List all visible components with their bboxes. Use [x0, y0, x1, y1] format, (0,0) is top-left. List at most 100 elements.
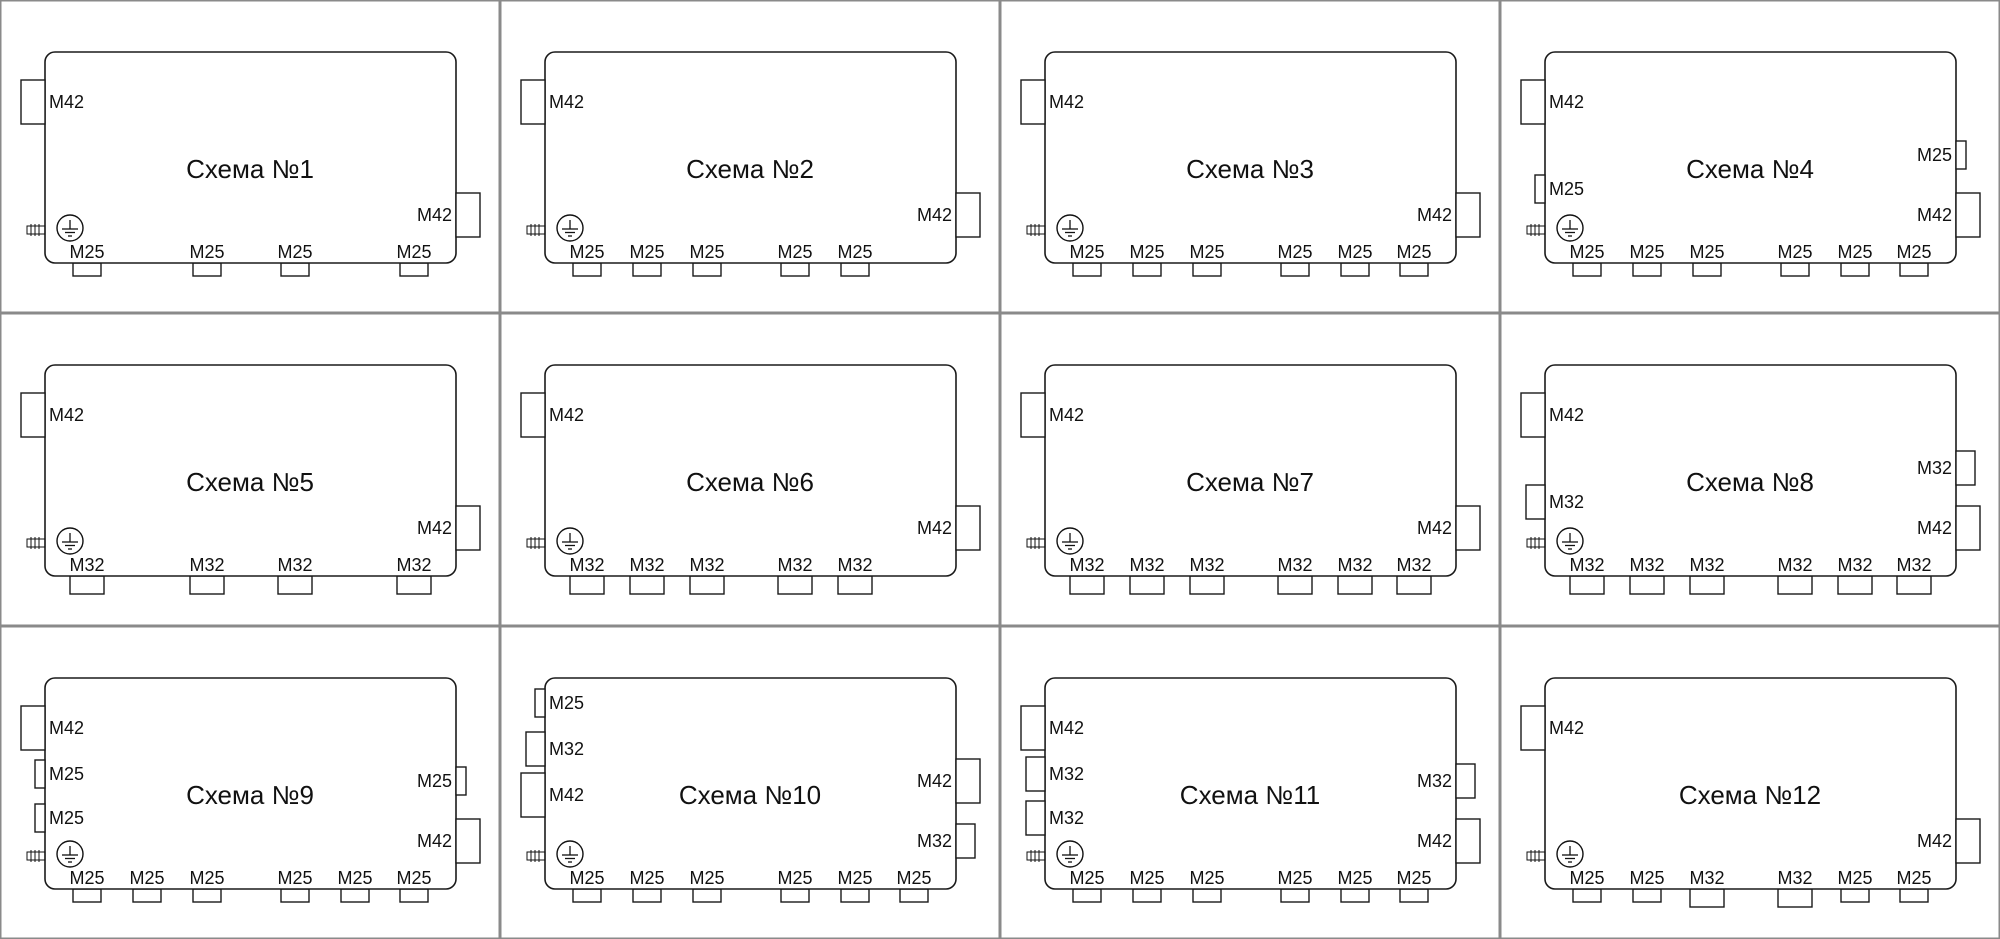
- bottom-gland-label: M25: [837, 242, 872, 262]
- bottom-gland: [1132, 888, 1162, 903]
- bottom-gland: [780, 262, 810, 277]
- bottom-gland-label: M32: [1337, 555, 1372, 575]
- cell-border: [500, 626, 1000, 939]
- left-gland: [520, 79, 546, 125]
- right-gland-label: M42: [417, 831, 452, 851]
- bottom-gland: [1777, 888, 1813, 908]
- bottom-gland: [72, 262, 102, 277]
- bottom-gland-label: M32: [689, 555, 724, 575]
- bottom-gland: [1189, 575, 1225, 595]
- bottom-gland-label: M32: [1689, 868, 1724, 888]
- bottom-gland-label: M25: [777, 868, 812, 888]
- bottom-gland: [1340, 262, 1370, 277]
- bottom-gland: [780, 888, 810, 903]
- bottom-gland: [1277, 575, 1313, 595]
- bottom-gland-label: M25: [1896, 868, 1931, 888]
- scheme-title: Схема №9: [186, 780, 314, 810]
- ground-icon: [1056, 527, 1084, 555]
- bottom-gland-label: M25: [1396, 242, 1431, 262]
- left-gland-label: M42: [1049, 718, 1084, 738]
- bottom-gland-label: M25: [689, 868, 724, 888]
- left-gland: [20, 392, 46, 438]
- cell-border: [0, 0, 500, 313]
- left-gland-label: M32: [1049, 808, 1084, 828]
- scheme-title: Схема №6: [686, 467, 814, 497]
- bottom-gland-label: M25: [1337, 868, 1372, 888]
- bottom-gland-label: M25: [277, 868, 312, 888]
- bottom-gland: [192, 262, 222, 277]
- cell-border: [1000, 626, 1500, 939]
- bottom-gland-label: M25: [277, 242, 312, 262]
- bottom-gland-label: M25: [337, 868, 372, 888]
- enclosure-box: [544, 51, 957, 264]
- bottom-gland-label: M32: [569, 555, 604, 575]
- bottom-gland-label: M25: [777, 242, 812, 262]
- bottom-gland: [1692, 262, 1722, 277]
- right-gland: [455, 818, 481, 864]
- left-gland: [1520, 392, 1546, 438]
- bottom-gland-label: M32: [1569, 555, 1604, 575]
- ground-icon: [556, 840, 584, 868]
- ground-icon: [1056, 214, 1084, 242]
- ground-icon: [1056, 840, 1084, 868]
- ground-bolt-icon: [26, 537, 46, 549]
- bottom-gland: [1689, 575, 1725, 595]
- bottom-gland-label: M32: [277, 555, 312, 575]
- left-gland-label: M25: [1549, 179, 1584, 199]
- left-gland: [20, 705, 46, 751]
- bottom-gland-label: M32: [1837, 555, 1872, 575]
- bottom-gland-label: M25: [569, 242, 604, 262]
- left-gland-label: M42: [1549, 405, 1584, 425]
- cell-border: [1000, 0, 1500, 313]
- cell-border: [0, 313, 500, 626]
- scheme-title: Схема №5: [186, 467, 314, 497]
- bottom-gland: [1777, 575, 1813, 595]
- bottom-gland-label: M25: [1277, 868, 1312, 888]
- enclosure-box: [1044, 364, 1457, 577]
- scheme-title: Схема №1: [186, 154, 314, 184]
- right-gland: [1955, 140, 1967, 170]
- ground-bolt-icon: [1026, 850, 1046, 862]
- bottom-gland: [72, 888, 102, 903]
- right-gland: [1455, 192, 1481, 238]
- bottom-gland: [132, 888, 162, 903]
- scheme-title: Схема №2: [686, 154, 814, 184]
- bottom-gland-label: M25: [69, 242, 104, 262]
- bottom-gland: [689, 575, 725, 595]
- ground-bolt-icon: [1526, 537, 1546, 549]
- bottom-gland-label: M25: [1069, 868, 1104, 888]
- bottom-gland: [777, 575, 813, 595]
- bottom-gland-label: M25: [1689, 242, 1724, 262]
- ground-icon: [1556, 840, 1584, 868]
- bottom-gland-label: M32: [1189, 555, 1224, 575]
- ground-icon: [56, 840, 84, 868]
- bottom-gland-label: M32: [1777, 868, 1812, 888]
- scheme-title: Схема №10: [679, 780, 821, 810]
- enclosure-box: [44, 51, 457, 264]
- ground-icon: [556, 527, 584, 555]
- right-gland-label: M42: [1417, 205, 1452, 225]
- left-gland: [1020, 392, 1046, 438]
- left-gland-label: M25: [49, 764, 84, 784]
- bottom-gland: [1072, 888, 1102, 903]
- bottom-gland: [1569, 575, 1605, 595]
- left-gland-label: M42: [1549, 718, 1584, 738]
- left-gland-label: M42: [1049, 92, 1084, 112]
- bottom-gland: [632, 262, 662, 277]
- bottom-gland-label: M25: [1129, 868, 1164, 888]
- ground-icon: [1556, 214, 1584, 242]
- bottom-gland-label: M25: [569, 868, 604, 888]
- left-gland-label: M42: [49, 405, 84, 425]
- right-gland-label: M42: [1917, 518, 1952, 538]
- bottom-gland: [899, 888, 929, 903]
- bottom-gland: [1840, 262, 1870, 277]
- left-gland: [1520, 705, 1546, 751]
- bottom-gland-label: M25: [1777, 242, 1812, 262]
- bottom-gland: [396, 575, 432, 595]
- right-gland-label: M42: [1917, 831, 1952, 851]
- bottom-gland-label: M25: [896, 868, 931, 888]
